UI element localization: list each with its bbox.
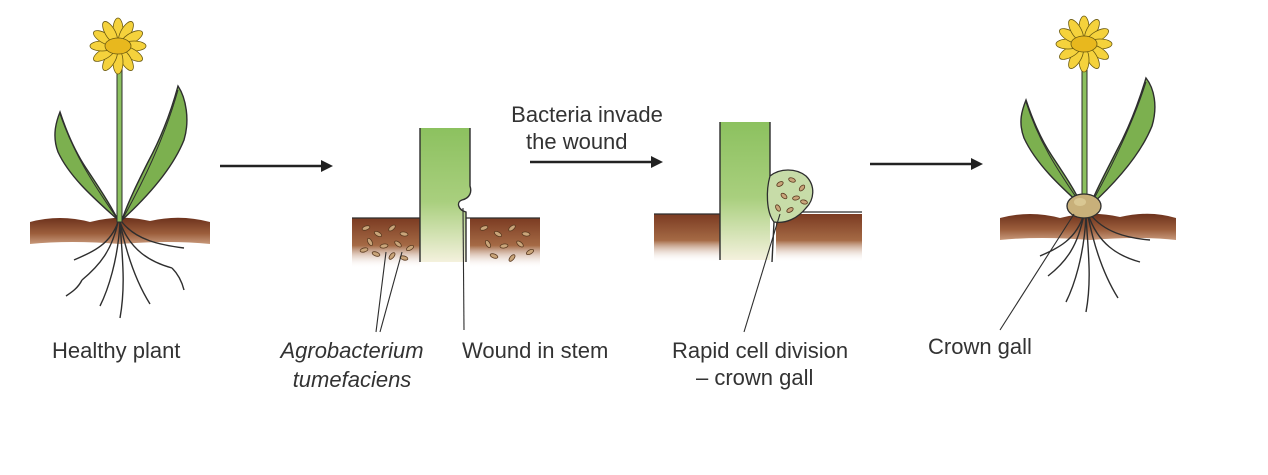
pointer-lines [375,207,465,333]
soil-left [654,214,720,262]
bacteria-left [359,224,415,261]
bacteria-in-gall [775,177,808,213]
label-crown-gall: Crown gall [928,334,1032,359]
crown-gall-growth [1066,193,1102,219]
sunflower-icon [1055,15,1113,73]
roots [1039,213,1151,313]
left-leaf [54,109,119,221]
stem-section [720,122,770,260]
wounded-stem-illustration [352,128,540,333]
label-agrobacterium-line1: Agrobacterium [280,338,424,363]
soil [1000,213,1176,240]
right-leaf [120,84,188,223]
gall-forming-illustration [654,122,862,333]
stem [1081,53,1088,205]
healthy-plant-illustration [30,17,210,319]
bacteria-right [479,224,535,262]
soil-left [352,218,420,268]
sunflower-icon [89,17,147,75]
label-healthy-plant: Healthy plant [52,338,181,363]
label-bacteria-invade-line2: the wound [526,129,628,154]
soil-right [470,218,540,268]
stem-section [420,128,471,262]
left-leaf [1020,97,1083,207]
stem [116,57,123,223]
pointer-line [743,213,781,333]
roots [65,221,185,319]
label-wound-in-stem: Wound in stem [462,338,609,363]
soil-right [776,214,862,262]
pointer-line [999,213,1075,331]
infected-plant-illustration [999,15,1176,331]
label-agrobacterium-line2: tumefaciens [292,367,412,392]
label-bacteria-invade-line1: Bacteria invade [511,102,663,127]
label-rapid-division-line2: – crown gall [696,365,814,390]
label-rapid-division-line1: Rapid cell division [672,338,849,363]
